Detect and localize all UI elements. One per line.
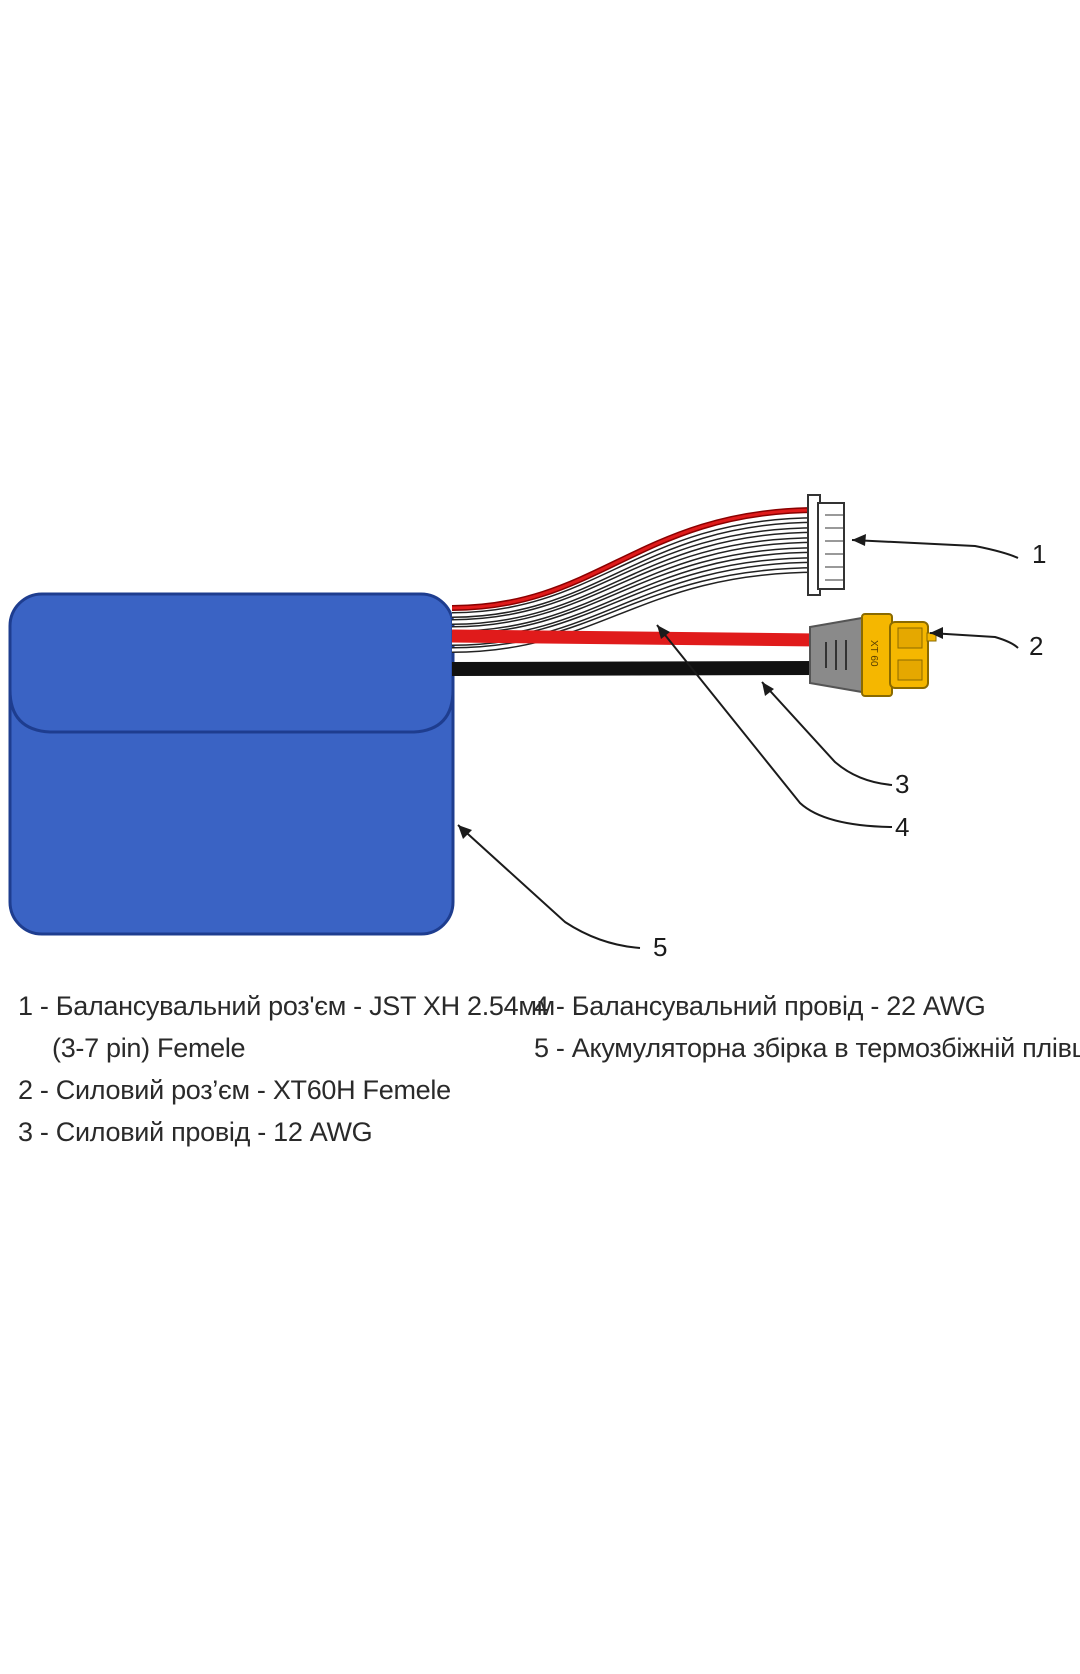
leader-3 <box>761 681 893 786</box>
xt60-label: XT 60 <box>868 640 879 667</box>
legend-right: 4 - Балансувальний провід - 22 AWG 5 - А… <box>534 985 1080 1069</box>
leader-arrowheads <box>458 534 943 839</box>
leader-4 <box>656 624 893 828</box>
legend-item-1-line1: 1 - Балансувальний роз'єм - JST XH 2.54м… <box>18 991 555 1021</box>
battery-pack <box>8 592 455 936</box>
power-wires <box>451 629 819 676</box>
legend-item-5: 5 - Акумуляторна збірка в термозбіжній п… <box>534 1033 1080 1063</box>
xt60-connector: XT 60 <box>809 613 937 697</box>
leader-1 <box>851 539 1019 559</box>
callout-number-1: 1 <box>1032 539 1046 569</box>
legend-item-2: 2 - Силовий роз’єм - XT60H Femele <box>18 1075 451 1105</box>
jst-connector <box>807 494 845 596</box>
callout-number-3: 3 <box>895 769 909 799</box>
leader-5 <box>457 824 641 949</box>
callout-number-2: 2 <box>1029 631 1043 661</box>
legend-item-4: 4 - Балансувальний провід - 22 AWG <box>534 991 986 1021</box>
leader-lines <box>457 539 1019 949</box>
balance-wires <box>451 507 819 653</box>
legend-item-1-line2: (3-7 pin) Femele <box>52 1033 246 1063</box>
callout-number-4: 4 <box>895 812 909 842</box>
callout-number-5: 5 <box>653 932 667 962</box>
legend-left: 1 - Балансувальний роз'єм - JST XH 2.54м… <box>18 985 555 1153</box>
leader-2 <box>929 632 1019 649</box>
legend-item-3: 3 - Силовий провід - 12 AWG <box>18 1117 373 1147</box>
